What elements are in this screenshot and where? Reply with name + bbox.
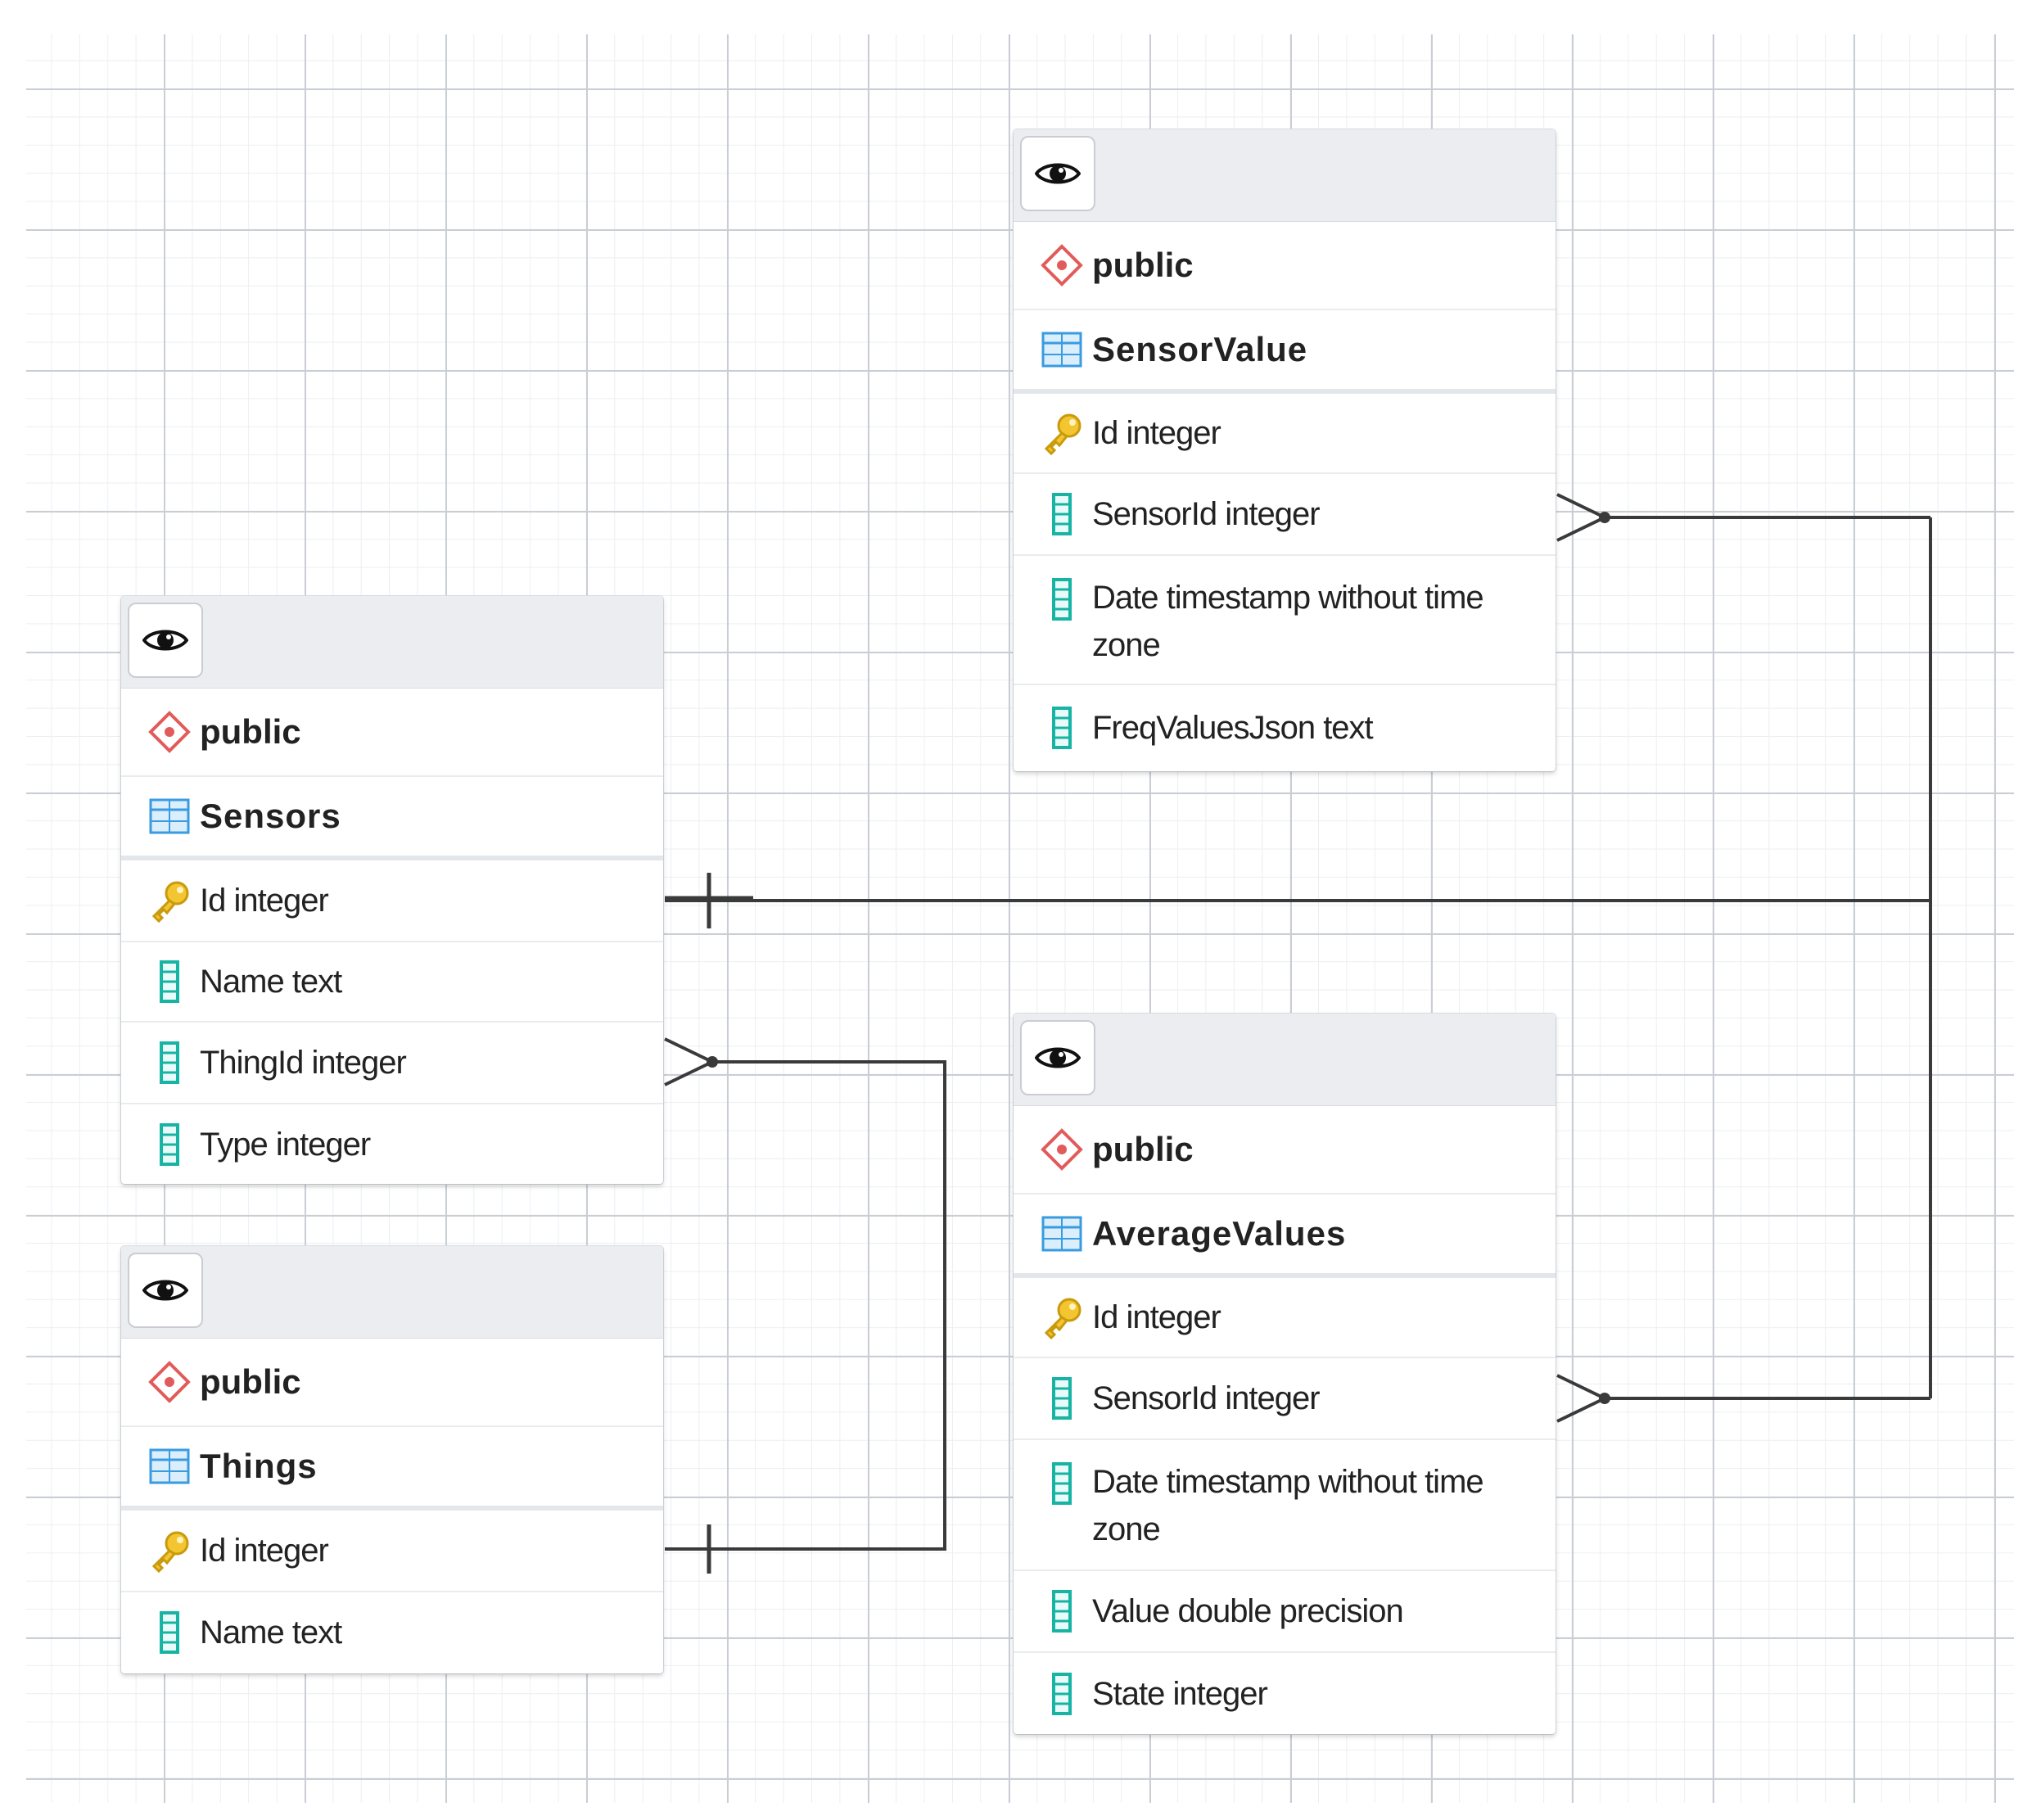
schema-row: public	[121, 1339, 663, 1427]
key-icon	[1036, 411, 1087, 455]
schema-name: public	[200, 712, 301, 751]
key-icon	[144, 1529, 195, 1573]
table-grid-icon	[144, 1448, 195, 1484]
column-row[interactable]: Date timestamp without time zone	[1014, 1440, 1556, 1571]
schema-row: public	[1014, 222, 1556, 310]
column-name: State integer	[1092, 1675, 1268, 1712]
column-name: ThingId integer	[200, 1044, 407, 1081]
schema-name: public	[1092, 1130, 1194, 1168]
eye-icon	[1035, 1047, 1081, 1068]
column-icon	[1036, 1672, 1087, 1716]
entity-header	[1014, 1014, 1556, 1106]
column-icon	[144, 1610, 195, 1655]
schema-row: public	[1014, 1106, 1556, 1195]
column-row[interactable]: FreqValuesJson text	[1014, 685, 1556, 770]
column-icon	[144, 960, 195, 1004]
table-name-row: AverageValues	[1014, 1195, 1556, 1278]
table-name: Sensors	[200, 797, 341, 835]
column-row[interactable]: Name text	[121, 1592, 663, 1673]
column-name: Type integer	[200, 1126, 371, 1163]
table-name-row: Things	[121, 1427, 663, 1511]
eye-icon	[142, 630, 188, 651]
column-name: SensorId integer	[1092, 495, 1321, 532]
schema-name: public	[1092, 246, 1194, 284]
column-row[interactable]: State integer	[1014, 1653, 1556, 1734]
entity-averagevalues[interactable]: public AverageValues Id integer SensorId…	[1014, 1014, 1556, 1734]
column-row[interactable]: ThingId integer	[121, 1023, 663, 1104]
view-toggle-button[interactable]	[128, 1253, 203, 1328]
entity-header	[1014, 129, 1556, 222]
column-name: SensorId integer	[1092, 1380, 1321, 1416]
schema-diamond-icon	[144, 1360, 195, 1404]
table-name-row: Sensors	[121, 777, 663, 860]
schema-diamond-icon	[1036, 1127, 1087, 1172]
column-row[interactable]: SensorId integer	[1014, 1358, 1556, 1440]
column-row[interactable]: Id integer	[1014, 1278, 1556, 1358]
key-icon	[1036, 1295, 1087, 1339]
eye-icon	[142, 1280, 188, 1301]
view-toggle-button[interactable]	[128, 603, 203, 678]
column-name: Id integer	[1092, 414, 1221, 451]
column-row[interactable]: Date timestamp without time zone	[1014, 556, 1556, 685]
table-name: AverageValues	[1092, 1214, 1347, 1253]
column-icon	[144, 1041, 195, 1085]
schema-diamond-icon	[1036, 243, 1087, 287]
column-row[interactable]: Id integer	[121, 1511, 663, 1592]
schema-name: public	[200, 1362, 301, 1401]
column-row[interactable]: Name text	[121, 942, 663, 1023]
entity-header	[121, 596, 663, 689]
column-name: Name text	[200, 1614, 342, 1651]
schema-diamond-icon	[144, 710, 195, 754]
column-name: Id integer	[1092, 1298, 1221, 1335]
column-name: Date timestamp without time zone	[1092, 1464, 1492, 1547]
column-row[interactable]: Id integer	[121, 860, 663, 942]
column-name: Name text	[200, 963, 342, 1000]
entity-things[interactable]: public Things Id integer Name text	[121, 1246, 663, 1673]
column-icon	[1036, 1589, 1087, 1633]
column-name: Id integer	[200, 1532, 329, 1569]
view-toggle-button[interactable]	[1020, 1020, 1095, 1095]
column-row[interactable]: Value double precision	[1014, 1571, 1556, 1653]
column-name: Date timestamp without time zone	[1092, 580, 1492, 663]
column-icon	[1036, 492, 1087, 536]
column-name: FreqValuesJson text	[1092, 709, 1374, 746]
column-row[interactable]: Id integer	[1014, 394, 1556, 474]
entity-sensors[interactable]: public Sensors Id integer Name text Thin…	[121, 596, 663, 1184]
table-name-row: SensorValue	[1014, 310, 1556, 394]
entity-header	[121, 1246, 663, 1339]
column-icon	[1036, 1376, 1087, 1420]
column-name: Id integer	[200, 882, 329, 919]
table-grid-icon	[1036, 332, 1087, 368]
eye-icon	[1035, 163, 1081, 184]
key-icon	[144, 878, 195, 923]
column-icon	[144, 1122, 195, 1167]
schema-row: public	[121, 689, 663, 777]
column-icon	[1036, 1458, 1087, 1506]
column-icon	[1036, 574, 1087, 621]
column-row[interactable]: SensorId integer	[1014, 474, 1556, 556]
table-name: SensorValue	[1092, 330, 1308, 368]
entity-sensorvalue[interactable]: public SensorValue Id integer SensorId i…	[1014, 129, 1556, 771]
column-icon	[1036, 706, 1087, 750]
view-toggle-button[interactable]	[1020, 136, 1095, 211]
column-name: Value double precision	[1092, 1592, 1404, 1629]
table-grid-icon	[1036, 1216, 1087, 1252]
table-name: Things	[200, 1447, 318, 1485]
table-grid-icon	[144, 798, 195, 834]
column-row[interactable]: Type integer	[121, 1104, 663, 1184]
